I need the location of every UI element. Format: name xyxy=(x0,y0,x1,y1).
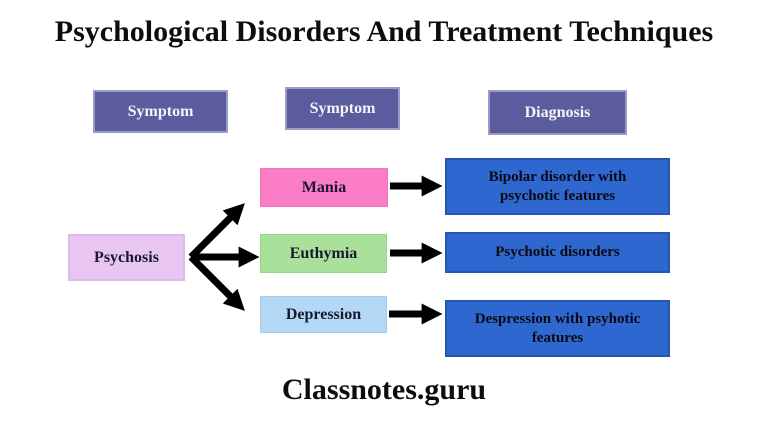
column-header-diagnosis: Diagnosis xyxy=(488,90,627,135)
arrow-psychosis-to-mania xyxy=(188,203,245,260)
column-header-symptom-1: Symptom xyxy=(93,90,228,133)
node-depression-psychotic: Despression with psyhotic features xyxy=(445,300,670,357)
column-header-symptom-2: Symptom xyxy=(285,87,400,130)
watermark-classnotes: Classnotes.guru xyxy=(281,373,487,406)
node-mania: Mania xyxy=(260,168,388,207)
node-depression: Depression xyxy=(260,296,387,333)
arrow-psychosis-to-depression xyxy=(188,254,245,311)
node-bipolar-disorder: Bipolar disorder with psychotic features xyxy=(445,158,670,215)
node-psychotic-disorders: Psychotic disorders xyxy=(445,232,670,273)
node-psychosis: Psychosis xyxy=(68,234,185,281)
node-euthymia: Euthymia xyxy=(260,234,387,273)
page-title: Psychological Disorders And Treatment Te… xyxy=(54,15,714,48)
